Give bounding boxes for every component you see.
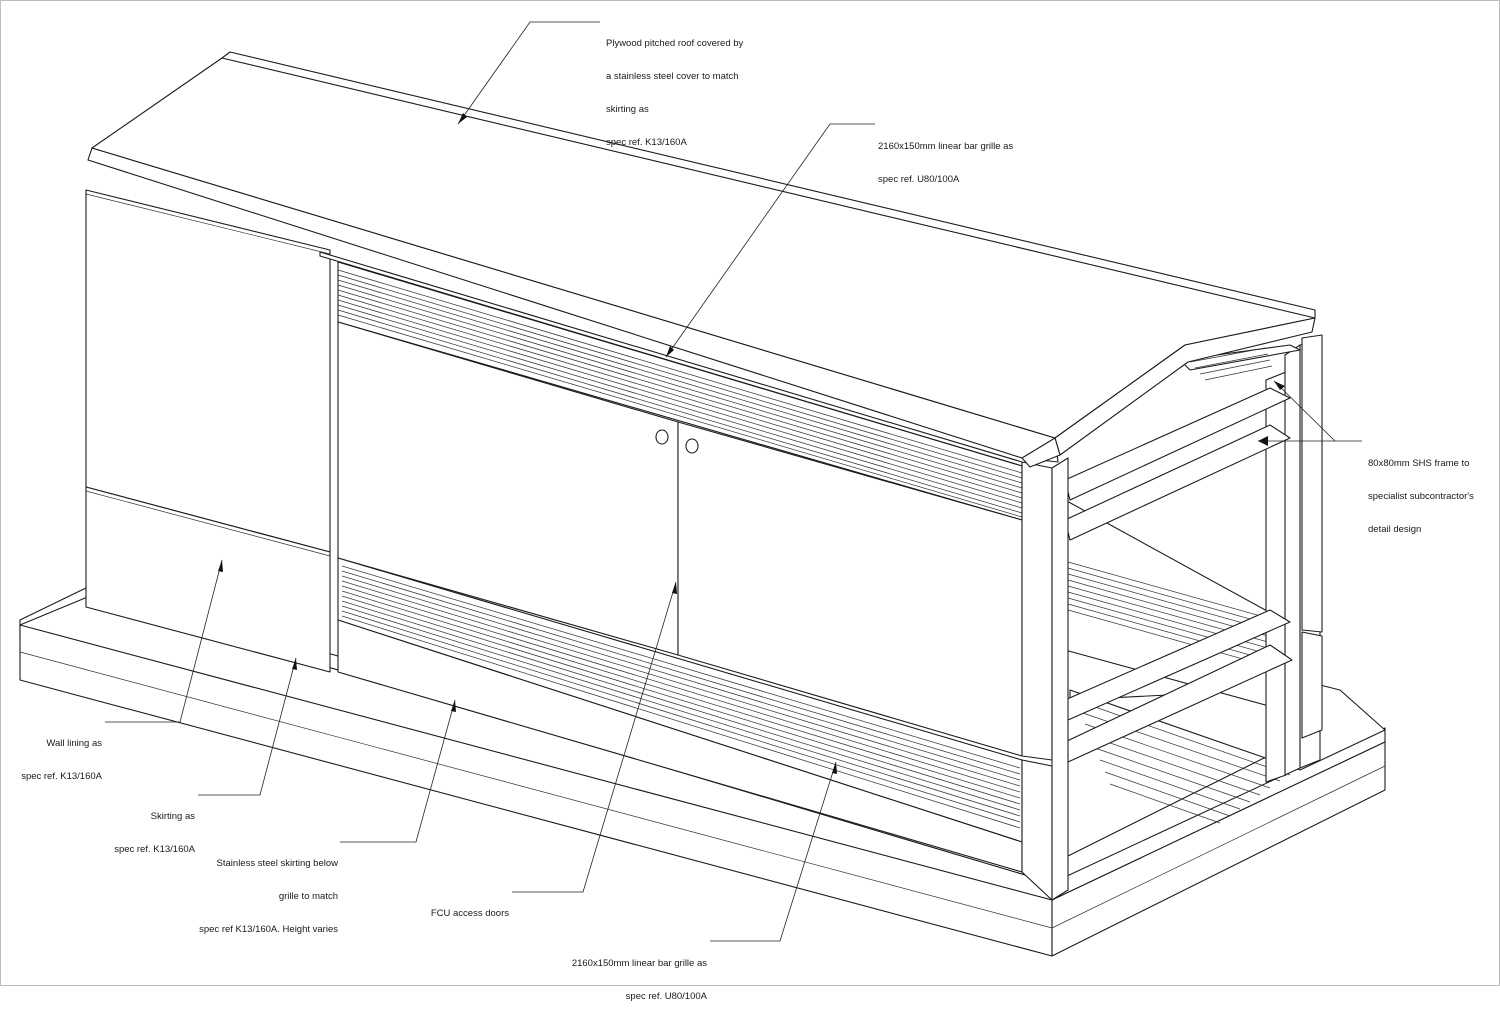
isometric-enclosure-drawing (19, 21, 1386, 957)
label-skirting-line-2: spec ref. K13/160A (114, 844, 195, 855)
arrow-frame-b (1258, 436, 1268, 446)
leader-roof (457, 21, 600, 125)
corner-post-upper (1021, 461, 1053, 761)
label-grille-top-line-1: 2160x150mm linear bar grille as (878, 141, 1014, 152)
frame-post-rear-2 (1284, 344, 1301, 776)
label-roof-line-4: spec ref. K13/160A (606, 137, 687, 148)
label-grille-bottom-line-1: 2160x150mm linear bar grille as (571, 958, 707, 969)
shs-frame (1064, 339, 1321, 783)
leader-skirting (198, 657, 297, 796)
upper-grille-slats (337, 269, 1023, 518)
label-ss-skirting-line-1: Stainless steel skirting below (216, 858, 338, 869)
lower-panel-top-edge (85, 490, 331, 557)
label-roof: Plywood pitched roof covered by a stainl… (606, 16, 743, 159)
arrow-ss-skirting (451, 700, 456, 712)
label-ss-skirting-line-3: spec ref K13/160A. Height varies (199, 924, 338, 935)
label-ss-skirting-line-2: grille to match (278, 891, 338, 902)
leader-ss-skirting (340, 699, 456, 843)
roof-underside-slats (1189, 347, 1273, 381)
skirting-lower-left (85, 486, 331, 673)
label-roof-line-1: Plywood pitched roof covered by (606, 38, 744, 49)
label-fcu-doors-line-1: FCU access doors (430, 908, 509, 919)
label-grille-bottom-line-2: spec ref. U80/100A (625, 991, 707, 1002)
label-wall-lining: Wall lining as spec ref. K13/160A (21, 716, 102, 793)
arrow-fcu-doors (672, 582, 677, 594)
leader-grille-top (665, 123, 875, 358)
corner-post-side (1051, 457, 1069, 901)
label-frame-line-1: 80x80mm SHS frame to (1368, 458, 1470, 469)
roof-ridge-line (229, 51, 1316, 311)
leader-fcu-doors (512, 581, 677, 893)
leader-lines (105, 21, 1362, 942)
label-frame-line-3: detail design (1368, 524, 1422, 535)
leader-grille-bottom (710, 761, 837, 942)
label-roof-line-3: skirting as (606, 104, 649, 115)
label-ss-skirting: Stainless steel skirting below grille to… (199, 836, 338, 946)
label-roof-line-2: a stainless steel cover to match (606, 71, 739, 82)
label-wall-lining-line-2: spec ref. K13/160A (21, 771, 102, 782)
leader-wall-lining (105, 559, 223, 723)
arrow-grille-bottom (832, 762, 837, 774)
label-shs-frame: 80x80mm SHS frame to specialist subcontr… (1368, 436, 1474, 546)
door-handle-left (655, 429, 669, 445)
door-handle-right (685, 438, 699, 454)
far-end-panel-lower (1301, 631, 1323, 739)
roof-ridge-cap (221, 51, 231, 59)
base-front-midline (19, 651, 1053, 929)
far-end-panel-upper (1301, 334, 1323, 633)
arrow-roof (458, 113, 467, 124)
label-skirting-line-1: Skirting as (150, 811, 195, 822)
arrow-grille-top (666, 346, 674, 357)
pitched-roof (87, 51, 1316, 468)
label-fcu-doors: FCU access doors (431, 886, 509, 930)
arrow-frame-a (1274, 381, 1285, 390)
upper-panel-top-edge (85, 193, 331, 255)
label-grille-top: 2160x150mm linear bar grille as spec ref… (878, 119, 1013, 196)
label-grille-bottom: 2160x150mm linear bar grille as spec ref… (572, 936, 707, 1013)
label-frame-line-2: specialist subcontractor's (1368, 491, 1474, 502)
lower-grille-slats (341, 565, 1021, 829)
roof-end-fascia (1021, 437, 1061, 468)
base-side-midline (1051, 765, 1386, 929)
label-grille-top-line-2: spec ref. U80/100A (878, 174, 960, 185)
label-skirting: Skirting as spec ref. K13/160A (114, 789, 195, 866)
arrow-wall-lining (218, 560, 223, 572)
base-side-edge (1051, 741, 1386, 957)
label-wall-lining-line-1: Wall lining as (46, 738, 102, 749)
arrow-skirting (292, 658, 297, 670)
front-wall (85, 189, 1323, 901)
